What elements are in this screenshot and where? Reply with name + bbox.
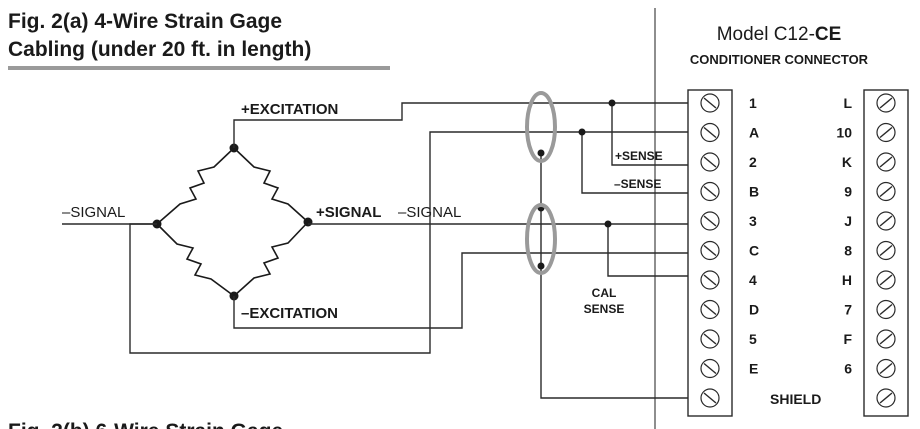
left-terminal-label: C (749, 243, 759, 259)
junction-t3 (604, 220, 612, 228)
right-terminal-screw-slot (879, 97, 893, 109)
resistor-bottom-right (233, 221, 309, 297)
label-minus-sense: –SENSE (614, 177, 661, 191)
right-terminal-screw-slot (879, 392, 893, 404)
figure-title-line1: Fig. 2(a) 4-Wire Strain Gage (8, 10, 282, 33)
right-terminal-label: H (842, 272, 852, 288)
model-subtitle: CONDITIONER CONNECTOR (690, 52, 869, 67)
strain-gage-bridge (152, 143, 313, 301)
right-terminal-label: 7 (844, 302, 852, 318)
label-plus-sense: +SENSE (615, 149, 663, 163)
left-terminal-screw-slot (703, 156, 717, 168)
left-terminal-screws (700, 93, 720, 408)
right-terminal-labels: L 10K 9J 8H 7F 6 (836, 95, 852, 377)
label-minus-excitation: –EXCITATION (241, 305, 338, 322)
right-terminal-screw-slot (879, 126, 893, 139)
wire-plus-excitation (233, 102, 700, 148)
left-terminal-label: D (749, 302, 759, 318)
left-terminal-label: 3 (749, 213, 757, 229)
left-terminal-screw-slot (703, 362, 717, 375)
junction-shield-bot (537, 262, 545, 270)
wire-minus-sense (581, 132, 700, 194)
label-plus-excitation: +EXCITATION (241, 101, 338, 118)
left-terminal-labels: 1A 2B 3C 4D 5E (749, 95, 759, 377)
right-terminal-label: K (842, 154, 852, 170)
wire-plus-sense (611, 103, 700, 166)
right-terminal-screw-slot (879, 274, 893, 286)
left-terminal-label: E (749, 361, 758, 377)
left-terminal-screw-slot (703, 126, 717, 139)
junction-ta (578, 128, 586, 136)
left-terminal-screw-slot (703, 303, 717, 316)
left-terminal-label: 1 (749, 95, 757, 111)
left-terminal-screw-slot (703, 185, 717, 198)
right-terminal-label: F (843, 331, 852, 347)
right-terminal-screw-slot (879, 244, 893, 257)
bridge-node-right (303, 217, 313, 227)
right-terminal-label: 10 (836, 125, 852, 141)
left-terminal-screw-slot (703, 274, 717, 286)
right-terminal-screw-slot (879, 156, 893, 168)
model-title: Model C12-CE (717, 24, 842, 45)
model-prefix: Model C12- (717, 24, 815, 45)
right-terminal-screw-slot (879, 362, 893, 375)
left-terminal-screw-slot (703, 392, 717, 404)
wire-shield (540, 153, 700, 399)
resistor-top-right (233, 147, 309, 223)
left-terminal-label: B (749, 184, 759, 200)
junction-shield-top (537, 149, 545, 157)
right-terminal-label: 6 (844, 361, 852, 377)
label-cal-sense: SENSE (584, 302, 625, 316)
right-terminal-label: 9 (844, 184, 852, 200)
right-terminal-screws (876, 93, 896, 408)
left-terminal-label: 5 (749, 331, 757, 347)
left-terminal-label: A (749, 125, 759, 141)
right-terminal-screw-slot (879, 215, 893, 227)
left-terminal-label: 4 (749, 272, 757, 288)
right-terminal-screw-slot (879, 303, 893, 316)
label-minus-signal-left: –SIGNAL (62, 204, 125, 221)
right-terminal-screw-slot (879, 333, 893, 345)
left-terminal-screw-slot (703, 97, 717, 109)
wire-cal-sense (607, 224, 700, 277)
shield-label: SHIELD (770, 391, 821, 407)
left-terminal-screw-slot (703, 215, 717, 227)
label-plus-signal: +SIGNAL (316, 204, 381, 221)
left-terminal-label: 2 (749, 154, 757, 170)
resistor-bottom-left (156, 223, 235, 297)
right-terminal-screw-slot (879, 185, 893, 198)
left-terminal-screw-slot (703, 333, 717, 345)
wiring (62, 102, 700, 399)
right-terminal-label: 8 (844, 243, 852, 259)
label-cal: CAL (592, 286, 617, 300)
right-terminal-label: J (844, 213, 852, 229)
twisted-pair-oval-bottom (525, 203, 557, 275)
model-suffix: CE (815, 24, 841, 45)
figure-title-line2: Cabling (under 20 ft. in length) (8, 38, 311, 61)
junction-t1 (608, 99, 616, 107)
twisted-pair-oval-top (525, 91, 557, 163)
left-terminal-screw-slot (703, 244, 717, 257)
right-terminal-label: L (843, 95, 852, 111)
next-figure-title: Fig. 2(b) 6-Wire Strain Gage (8, 420, 283, 429)
resistor-top-left (156, 147, 235, 225)
